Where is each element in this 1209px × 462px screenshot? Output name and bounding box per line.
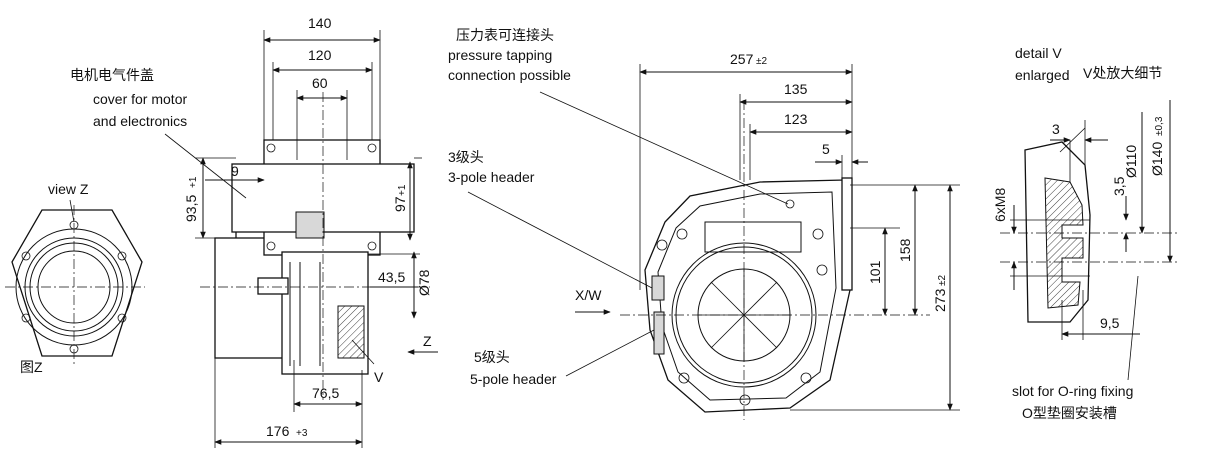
- dim-5: 5: [822, 141, 830, 157]
- oring-leader: [1127, 275, 1139, 381]
- dim-158: 158: [897, 238, 913, 262]
- dim-3: 3: [1052, 121, 1060, 137]
- oring-label-en: slot for O-ring fixing: [1012, 383, 1133, 399]
- dim-93-5: 93,5: [183, 195, 199, 222]
- dim-257-tol: ±2: [756, 56, 767, 67]
- dim-257: 257: [730, 51, 754, 67]
- dim-273-tol: ±2: [937, 275, 948, 286]
- v-leader: [351, 339, 375, 365]
- cover-label-en-1: cover for motor: [93, 91, 187, 107]
- side-view-dimensions: [195, 30, 422, 448]
- dim-43-5: 43,5: [378, 269, 405, 285]
- dim-d78: Ø78: [416, 269, 432, 296]
- view-z-drawing: [5, 205, 145, 365]
- cover-label-en-2: and electronics: [93, 113, 187, 129]
- detail-v-drawing: [1000, 141, 1180, 323]
- dim-273: 273: [932, 288, 948, 312]
- v-marker-label: V: [374, 369, 384, 385]
- side-view-drawing: [200, 92, 430, 400]
- pressure-label-en-1: pressure tapping: [448, 47, 552, 63]
- pressure-label-en-2: connection possible: [448, 67, 571, 83]
- detail-v-label-cn: V处放大细节: [1083, 65, 1162, 81]
- detail-v-dimensions: [1011, 100, 1173, 340]
- xw-label: X/W: [575, 287, 602, 303]
- detail-v-label-1: detail V: [1015, 45, 1062, 61]
- dim-123: 123: [784, 111, 808, 127]
- dim-101: 101: [867, 260, 883, 284]
- dim-93-5-tol: +1: [188, 176, 199, 188]
- dim-6xm8: 6xM8: [992, 188, 1008, 222]
- pressure-label-cn: 压力表可连接头: [456, 27, 554, 43]
- cover-label-cn: 电机电气件盖: [70, 67, 154, 83]
- pole3-label-en: 3-pole header: [448, 169, 535, 185]
- dim-120: 120: [308, 47, 332, 63]
- pole3-leader: [467, 191, 653, 289]
- dim-d110: Ø110: [1123, 145, 1139, 178]
- pole3-label-cn: 3级头: [448, 149, 484, 165]
- dim-176-tol: +3: [296, 428, 308, 439]
- dim-d140: Ø140: [1149, 142, 1165, 176]
- pole5-label-cn: 5级头: [474, 349, 510, 365]
- dim-9: 9: [231, 163, 239, 179]
- dim-135: 135: [784, 81, 808, 97]
- dim-140: 140: [308, 15, 332, 31]
- front-view-dimensions: [639, 64, 960, 411]
- dim-97: 97: [392, 196, 408, 212]
- dim-76-5: 76,5: [312, 385, 339, 401]
- pole5-leader: [565, 329, 655, 377]
- pole5-label-en: 5-pole header: [470, 371, 557, 387]
- cover-leader: [164, 133, 247, 199]
- dim-176: 176: [266, 423, 290, 439]
- front-view-drawing: [620, 100, 930, 420]
- dim-3-5: 3,5: [1111, 176, 1127, 196]
- dim-9-5: 9,5: [1100, 315, 1120, 331]
- view-z-label: view Z: [48, 181, 89, 197]
- dim-97-tol: +1: [397, 184, 408, 196]
- dim-60: 60: [312, 75, 328, 91]
- detail-v-label-2: enlarged: [1015, 67, 1070, 83]
- dim-d140-tol: ±0,3: [1154, 116, 1165, 136]
- z-arrow-label: Z: [423, 333, 432, 349]
- fig-z-label: 图Z: [20, 359, 43, 375]
- oring-label-cn: O型垫圈安装槽: [1022, 405, 1117, 421]
- pressure-leader: [539, 91, 789, 205]
- view-z-leader: [69, 199, 75, 223]
